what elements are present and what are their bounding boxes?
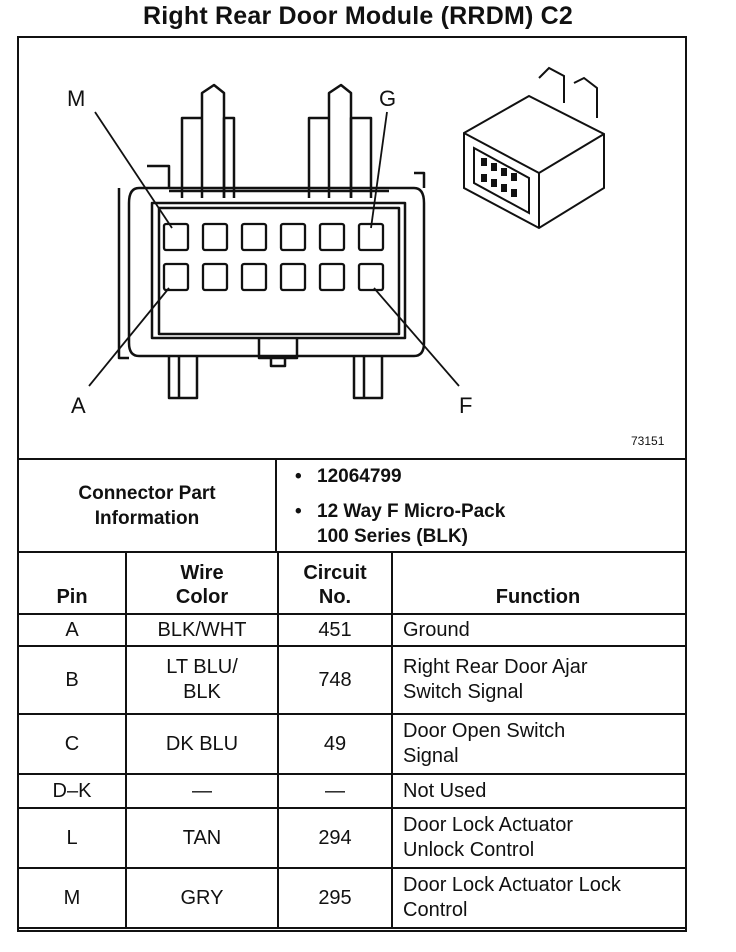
pin-cell: L [17, 807, 127, 869]
bullet-icon: • [295, 501, 302, 522]
function-cell: Door Lock Actuator Unlock Control [391, 807, 687, 869]
function-line1: Door Open Switch [403, 720, 566, 742]
header-circuit-line2: No. [318, 586, 352, 608]
function-line1: Door Lock Actuator [403, 814, 574, 836]
table-row: B LT BLU/ BLK 748 Right Rear Door Ajar S… [17, 645, 687, 715]
connector-info-label: Connector Part Information [17, 458, 277, 553]
function-line1: Right Rear Door Ajar [403, 656, 588, 678]
circuit-cell: 748 [277, 645, 393, 715]
bullet-icon: • [295, 466, 302, 487]
function-cell: Right Rear Door Ajar Switch Signal [391, 645, 687, 715]
callout-g: G [379, 86, 397, 111]
connector-face-drawing [88, 66, 605, 400]
header-circuit-no: Circuit No. [277, 551, 393, 615]
pinout-table: Pin Wire Color Circuit No. Function A BL… [17, 551, 687, 929]
function-line1: Door Lock Actuator Lock [403, 874, 621, 896]
wire-color-cell: LT BLU/ BLK [125, 645, 279, 715]
page-title: Right Rear Door Module (RRDM) C2 [143, 2, 573, 30]
circuit-cell: 294 [277, 807, 393, 869]
function-cell: Not Used [391, 773, 687, 809]
circuit-cell: 451 [277, 613, 393, 647]
pin-cell: M [17, 867, 127, 929]
figure-reference-number: 73151 [631, 434, 665, 448]
connector-description-line2: 100 Series (BLK) [317, 526, 469, 547]
table-row: D–K — — Not Used [17, 773, 687, 809]
function-line2: Switch Signal [403, 681, 524, 703]
function-line2: Control [403, 899, 468, 921]
header-wire-color: Wire Color [125, 551, 279, 615]
header-pin: Pin [17, 551, 127, 615]
function-cell: Ground [391, 613, 687, 647]
connector-description-line1: 12 Way F Micro-Pack [317, 501, 506, 522]
table-row: L TAN 294 Door Lock Actuator Unlock Cont… [17, 807, 687, 869]
circuit-cell: — [277, 773, 393, 809]
header-wire-color-line2: Color [175, 586, 229, 608]
wire-color-cell: TAN [125, 807, 279, 869]
function-cell: Door Open Switch Signal [391, 713, 687, 775]
wire-color-line2: BLK [183, 681, 221, 703]
header-circuit-line1: Circuit [303, 562, 367, 584]
table-row: A BLK/WHT 451 Ground [17, 613, 687, 647]
circuit-cell: 49 [277, 713, 393, 775]
wire-color-cell: GRY [125, 867, 279, 929]
function-line2: Unlock Control [403, 839, 535, 861]
wire-color-line1: LT BLU/ [166, 656, 238, 678]
part-number: 12064799 [317, 466, 402, 487]
callout-f: F [459, 393, 473, 418]
pin-cell: B [17, 645, 127, 715]
pin-cell: A [17, 613, 127, 647]
pin-cell: D–K [17, 773, 127, 809]
header-function-text: Function [495, 586, 581, 608]
function-line2: Signal [403, 745, 459, 767]
header-function: Function [391, 551, 687, 615]
wire-color-cell: — [125, 773, 279, 809]
header-wire-color-line1: Wire [180, 562, 224, 584]
table-row: M GRY 295 Door Lock Actuator Lock Contro… [17, 867, 687, 929]
wire-color-cell: DK BLU [125, 713, 279, 775]
circuit-cell: 295 [277, 867, 393, 929]
pin-cell: C [17, 713, 127, 775]
callout-a: A [71, 393, 86, 418]
connector-info-label-line1: Connector Part [78, 482, 216, 504]
function-cell: Door Lock Actuator Lock Control [391, 867, 687, 929]
connector-info-label-line2: Information [94, 507, 200, 529]
header-pin-text: Pin [56, 586, 88, 608]
callout-m: M [67, 86, 86, 111]
connector-info-details: • 12064799 • 12 Way F Micro-Pack 100 Ser… [275, 458, 687, 553]
connector-diagram: M G A F 73151 [19, 38, 685, 458]
connector-info-table: Connector Part Information • 12064799 • … [17, 458, 687, 553]
table-row: C DK BLU 49 Door Open Switch Signal [17, 713, 687, 775]
wire-color-cell: BLK/WHT [125, 613, 279, 647]
table-header-row: Pin Wire Color Circuit No. Function [17, 551, 687, 615]
